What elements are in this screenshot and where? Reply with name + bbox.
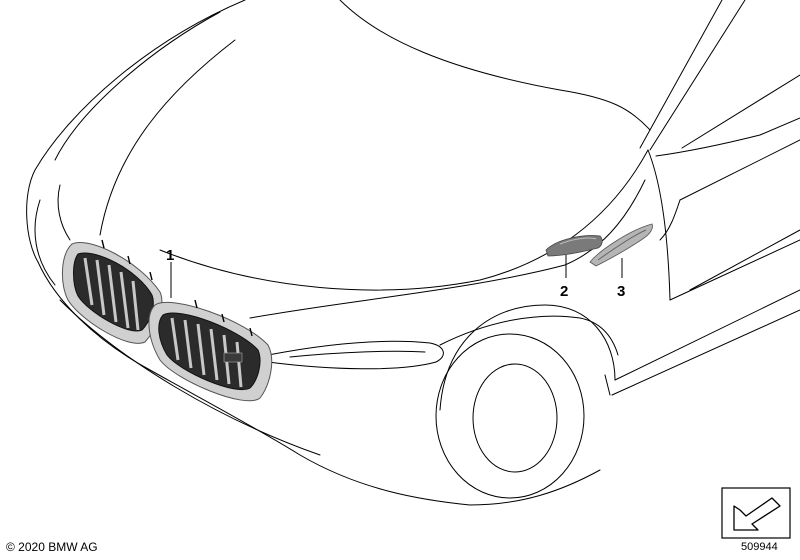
copyright-text: © 2020 BMW AG: [6, 540, 98, 554]
arrow-down-left-icon: [721, 487, 791, 539]
m-badge: [223, 352, 243, 363]
callout-1: 1: [166, 247, 174, 264]
diagram-number: 509944: [741, 541, 778, 553]
callout-3: 3: [617, 283, 625, 300]
right-kidney-mesh: [158, 312, 261, 390]
side-trim-part-3: [589, 223, 653, 267]
leader-lines: [170, 255, 623, 298]
kidney-grille: [62, 239, 273, 402]
left-kidney-slats: [83, 257, 140, 331]
car-body-outline: [26, 0, 800, 506]
grille-mounting-clips: [101, 239, 253, 337]
callout-2: 2: [560, 283, 568, 300]
side-gill-part-2: [545, 235, 603, 257]
